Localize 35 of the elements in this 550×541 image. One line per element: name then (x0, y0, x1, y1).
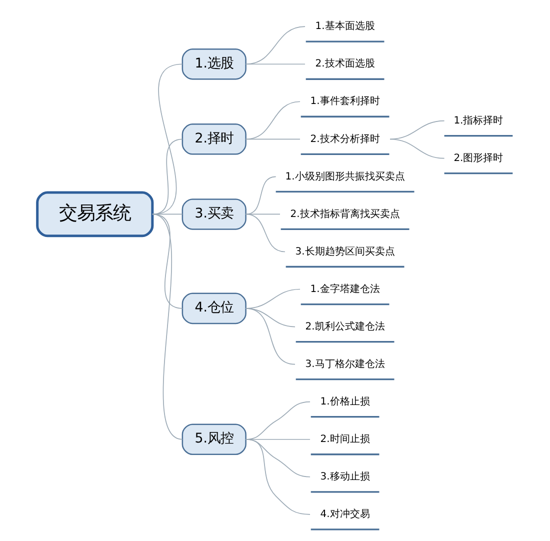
connector (152, 138, 183, 215)
node-text: 1.基本面选股 (315, 21, 375, 32)
node-text: 3.马丁格尔建仓法 (305, 358, 385, 370)
connector (245, 176, 276, 215)
node-text: 3.移动止损 (320, 471, 370, 482)
node-text: 1.事件套利择时 (310, 96, 380, 108)
connector (245, 101, 300, 140)
connector (245, 138, 300, 140)
node-text: 2.技术面选股 (315, 58, 375, 70)
node-text: 1.金字塔建仓法 (310, 284, 380, 295)
node-text: 3.长期趋势区间买卖点 (295, 246, 395, 258)
connector (245, 214, 286, 252)
node-text: 1.价格止损 (320, 396, 370, 408)
node-text: 2.凯利公式建仓法 (305, 321, 385, 332)
connector (245, 308, 296, 365)
connector (245, 26, 306, 65)
node-box: 3.买卖 (182, 198, 246, 230)
node-text: 2.技术分析择时 (310, 134, 380, 145)
connector (390, 138, 445, 159)
node-box: 4.仓位 (182, 292, 246, 324)
connector (152, 64, 183, 215)
connector (245, 438, 310, 515)
node-text: 2.图形择时 (454, 152, 504, 164)
node-text: 4.对冲交易 (320, 509, 370, 520)
node-box: 交易系统 (36, 191, 154, 238)
node-box: 2.择时 (182, 124, 246, 155)
node-text: 2.时间止损 (320, 434, 370, 445)
connector (390, 120, 445, 140)
node-box: 5.风控 (182, 424, 246, 455)
node-box: 1.选股 (182, 48, 246, 80)
node-text: 2.技术指标背离找买卖点 (290, 208, 400, 220)
node-text: 1.小级别图形共振找买卖点 (285, 171, 405, 182)
connector (245, 64, 306, 65)
connector (152, 214, 183, 440)
node-text: 1.指标择时 (454, 115, 504, 126)
